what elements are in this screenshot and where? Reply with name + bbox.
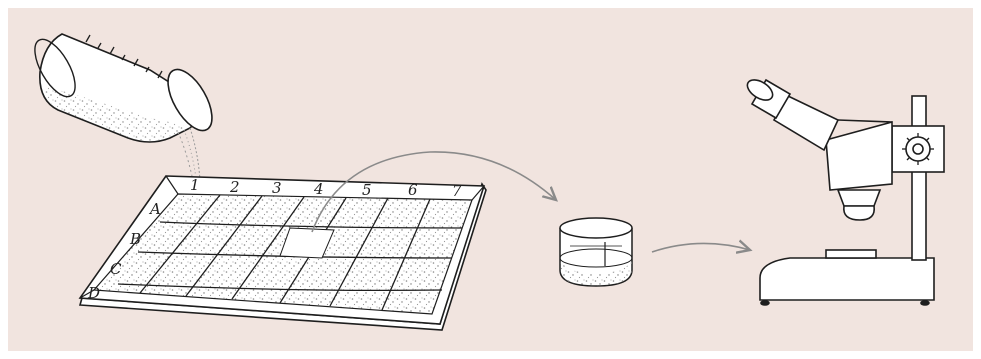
sorting-tray-grid: 1 2 3 4 5 6 7 A B C D: [80, 176, 486, 330]
tray-col-label-7: 7: [452, 182, 462, 200]
tray-col-label-6: 6: [408, 181, 418, 199]
arrow-dish-to-microscope: [652, 243, 750, 252]
tray-col-label-4: 4: [313, 180, 324, 198]
tray-row-label-b: B: [129, 230, 141, 248]
tray-col-label-1: 1: [190, 176, 200, 194]
tray-row-label-c: C: [110, 260, 122, 278]
tray-col-label-5: 5: [362, 181, 372, 199]
tray-col-label-2: 2: [229, 178, 240, 196]
tray-row-label-d: D: [87, 284, 100, 302]
petri-dish-icon: [560, 218, 632, 286]
tray-col-label-3: 3: [272, 179, 282, 197]
tray-row-label-a: A: [148, 200, 161, 218]
beaker-pouring-icon: [27, 33, 221, 180]
stereo-microscope-icon: [744, 76, 944, 305]
